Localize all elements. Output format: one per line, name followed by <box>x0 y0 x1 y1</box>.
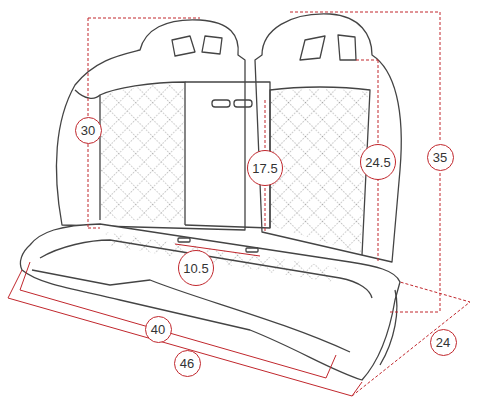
dimension-value: 30 <box>81 124 95 137</box>
dimension-value: 10.5 <box>183 262 208 275</box>
dimension-value: 46 <box>180 357 194 370</box>
quilted-panel <box>105 232 340 282</box>
dimension-value: 24 <box>436 336 450 349</box>
dimension-callout: 24.5 <box>360 144 396 180</box>
quilted-panel <box>101 84 184 224</box>
dimension-callout: 17.5 <box>247 150 283 186</box>
dimension-callout: 35 <box>427 144 454 171</box>
dimension-value: 35 <box>433 151 447 164</box>
dimension-callout: 10.5 <box>178 250 214 286</box>
seat-outline <box>20 14 401 380</box>
dimension-callout: 30 <box>75 117 102 144</box>
dimension-value: 40 <box>151 323 165 336</box>
dimension-callout: 46 <box>174 350 201 377</box>
quilted-panel <box>271 89 368 253</box>
dimension-value: 17.5 <box>252 162 277 175</box>
dimension-callout: 40 <box>145 316 172 343</box>
dimension-lines <box>8 12 470 396</box>
dimension-callout: 24 <box>430 329 457 356</box>
dimension-value: 24.5 <box>365 156 390 169</box>
